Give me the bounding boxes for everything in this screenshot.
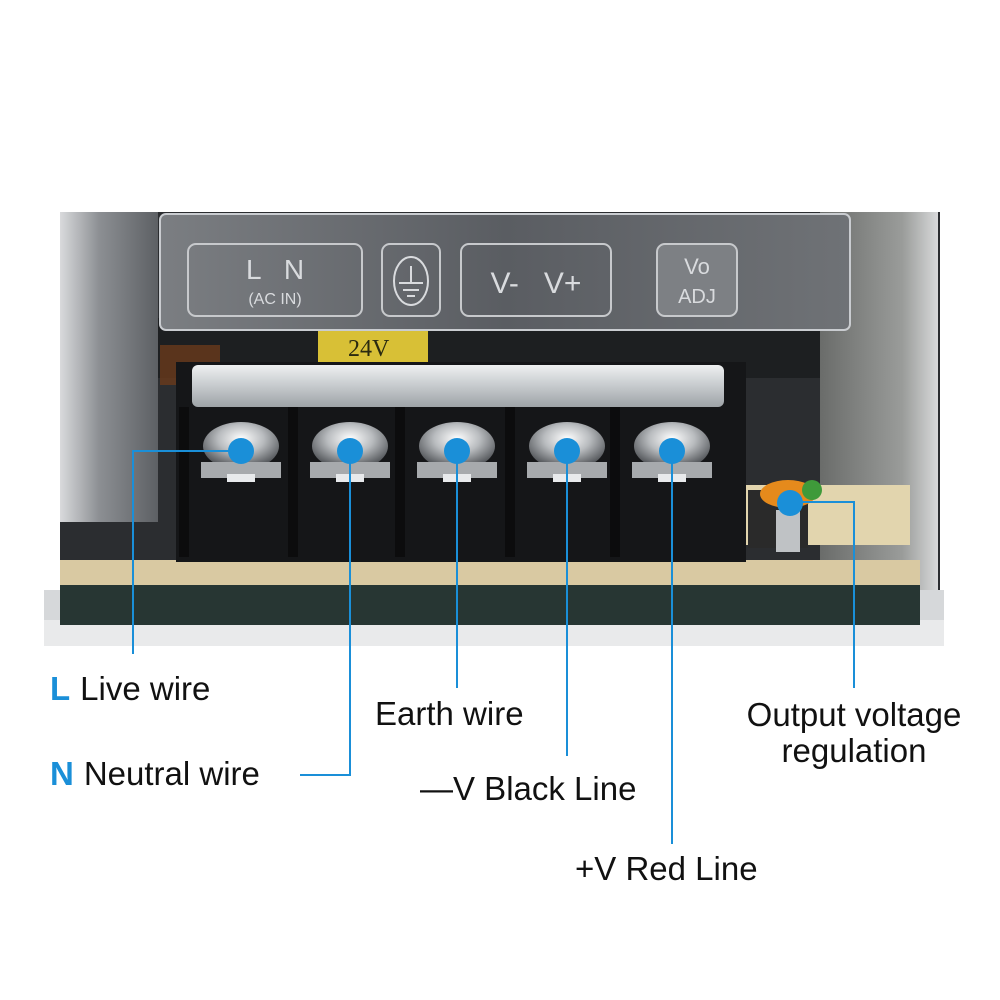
- terminal-separator: [288, 407, 298, 557]
- callout-dots: [228, 438, 803, 516]
- callout-lines: [132, 450, 855, 844]
- terminal-separator: [610, 407, 620, 557]
- terminal-clamp: [227, 474, 255, 482]
- adj-label-top: Vo: [684, 254, 710, 279]
- terminal-washer: [201, 462, 281, 478]
- live-key: L: [50, 670, 71, 707]
- callout-dot-live: [228, 438, 254, 464]
- neutral-key: N: [50, 755, 74, 792]
- callout-label-adjust: Output voltage regulation: [735, 697, 973, 769]
- adj-label-bottom: ADJ: [678, 286, 716, 308]
- callout-dot-adjust: [777, 490, 803, 516]
- callout-dot-neutral: [337, 438, 363, 464]
- callout-dot-vplus: [659, 438, 685, 464]
- terminal-label-plate: L N (AC IN) V- V+ Vo ADJ: [159, 213, 851, 331]
- callout-line-neutral: [300, 451, 351, 776]
- terminal-cover: [192, 365, 724, 407]
- adjust-text-line1: Output voltage: [746, 696, 962, 733]
- terminal-block: [176, 362, 746, 562]
- callout-label-vminus: —V Black Line: [420, 770, 637, 807]
- callout-line-live: [132, 450, 241, 654]
- live-text: Live wire: [80, 670, 211, 707]
- adjust-text-line2: regulation: [781, 732, 927, 769]
- callout-dot-earth: [444, 438, 470, 464]
- earth-ground-icon: [393, 256, 429, 306]
- callout-label-vplus: +V Red Line: [575, 850, 758, 887]
- callout-dot-vminus: [554, 438, 580, 464]
- ac-in-label: L N: [246, 254, 304, 285]
- component-marking: 24V: [348, 336, 390, 362]
- callout-label-earth: Earth wire: [375, 695, 524, 732]
- output-label: V- V+: [491, 267, 582, 300]
- terminal-separator: [179, 407, 189, 557]
- callout-line-adjust: [790, 501, 855, 688]
- terminal-separator: [505, 407, 515, 557]
- terminal-separator: [395, 407, 405, 557]
- pcb-area: 24V: [60, 318, 920, 625]
- ac-in-sub-label: (AC IN): [248, 291, 301, 308]
- neutral-text: Neutral wire: [83, 755, 260, 792]
